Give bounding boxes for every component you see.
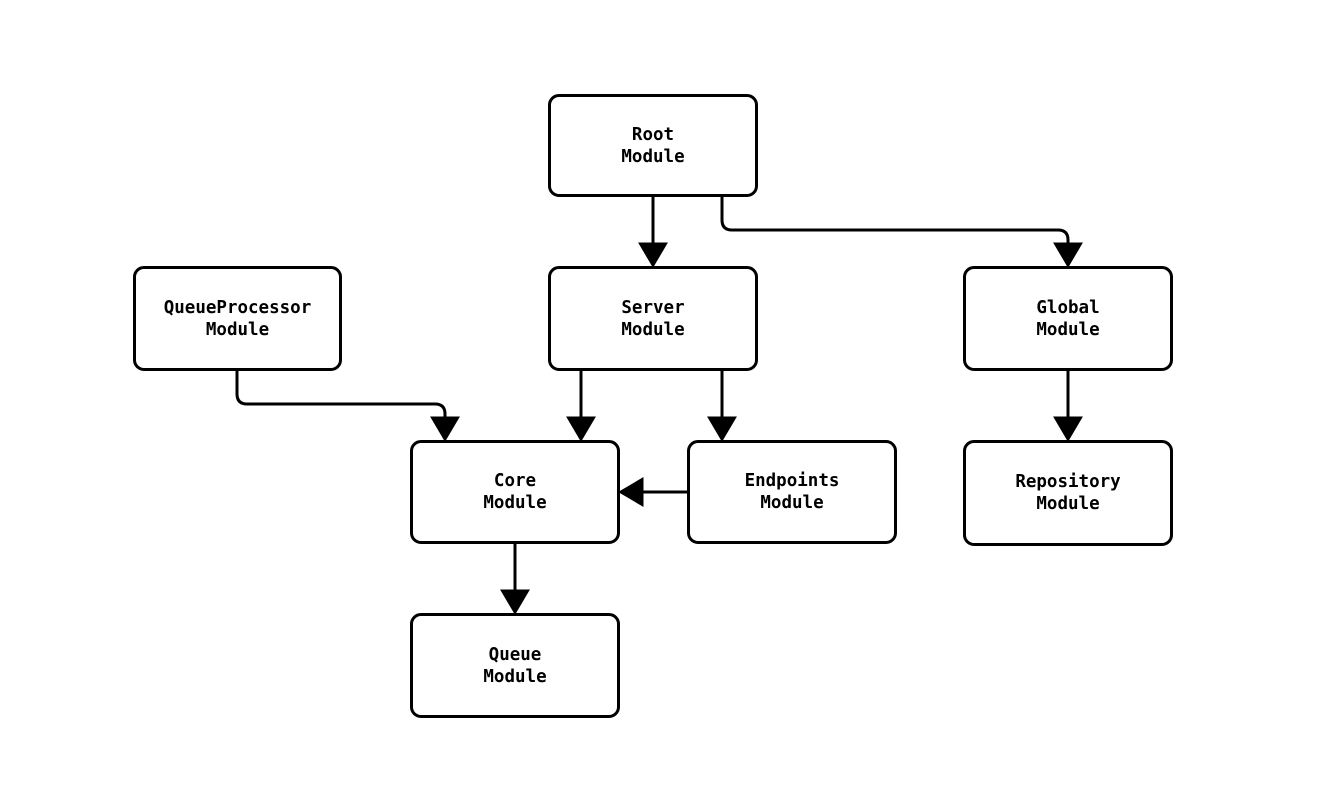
node-label-line2: Module bbox=[483, 493, 547, 513]
node-label-line1: Server bbox=[621, 297, 685, 318]
edge-queueprocessor-to-core bbox=[235, 371, 460, 442]
node-endpoints-module[interactable]: Endpoints Module bbox=[687, 440, 897, 544]
node-label-line2: Module bbox=[1036, 494, 1100, 514]
node-label-line1: Endpoints bbox=[744, 471, 840, 491]
node-repository-module[interactable]: Repository Module bbox=[963, 440, 1173, 546]
node-label-line2: Module bbox=[1036, 319, 1100, 340]
edge-root-to-global bbox=[720, 197, 1083, 268]
node-global-module[interactable]: Global Module bbox=[963, 266, 1173, 371]
node-label-line1: Core bbox=[493, 471, 537, 491]
node-label-line1: Queue bbox=[488, 644, 542, 665]
node-server-module[interactable]: Server Module bbox=[548, 266, 758, 371]
node-label-line1: QueueProcessor bbox=[163, 297, 312, 318]
node-label-line2: Module bbox=[621, 146, 685, 167]
node-root-module[interactable]: Root Module bbox=[548, 94, 758, 197]
node-label-line2: Module bbox=[483, 666, 547, 687]
node-queueprocessor-module[interactable]: QueueProcessor Module bbox=[133, 266, 342, 371]
node-label-line2: Module bbox=[760, 493, 824, 513]
node-label-line2: Module bbox=[621, 319, 685, 340]
node-label-line1: Repository bbox=[1015, 472, 1121, 492]
node-label-line1: Global bbox=[1036, 297, 1100, 318]
node-queue-module[interactable]: Queue Module bbox=[410, 613, 620, 718]
node-core-module[interactable]: Core Module bbox=[410, 440, 620, 544]
node-label-line2: Module bbox=[205, 319, 270, 340]
node-label-line1: Root bbox=[631, 124, 675, 145]
